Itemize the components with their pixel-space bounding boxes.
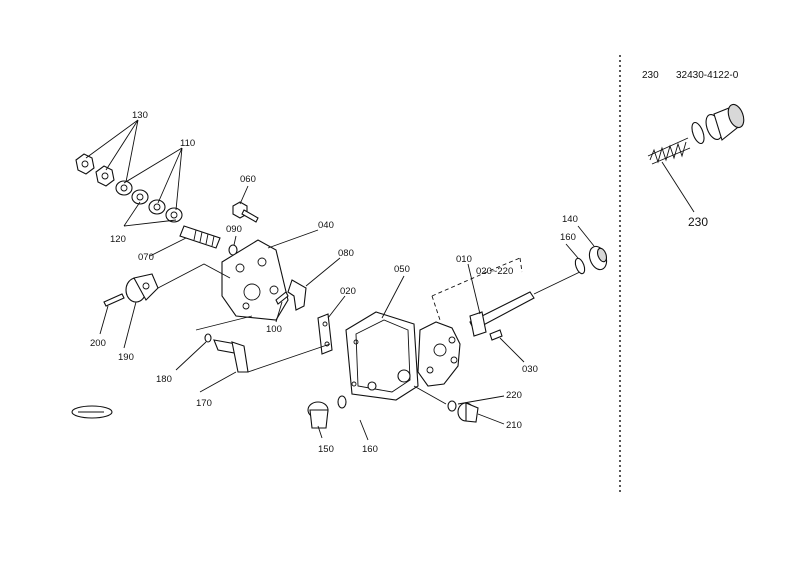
- callout-100: 100: [266, 324, 282, 335]
- cover-plate-040: [221, 239, 289, 321]
- assembly-part-no: 230: [642, 70, 659, 81]
- o-ring-220: [447, 400, 457, 412]
- cap-150: [307, 401, 329, 429]
- callout-220: 220: [506, 390, 522, 401]
- callout-020-220: 020~220: [476, 266, 513, 277]
- pump-housing-050: [345, 311, 419, 401]
- callout-160-bottom: 160: [362, 444, 378, 455]
- callout-140: 140: [562, 214, 578, 225]
- bolt-060: [232, 201, 259, 223]
- key-030: [489, 329, 503, 341]
- nut-130b: [95, 165, 115, 187]
- relief-plug: [705, 103, 745, 141]
- shaft-010: [469, 291, 535, 337]
- washer-120a: [131, 189, 149, 205]
- callout-050: 050: [394, 264, 410, 275]
- spring: [647, 137, 691, 165]
- stud-070: [179, 225, 221, 249]
- bracket-080: [287, 279, 307, 311]
- nut-130a: [75, 153, 95, 175]
- callout-150: 150: [318, 444, 334, 455]
- callout-040: 040: [318, 220, 334, 231]
- knob-190: [125, 273, 159, 303]
- o-ring-160b: [337, 395, 347, 409]
- callout-110: 110: [180, 138, 195, 149]
- o-ring-160a: [574, 257, 586, 275]
- callout-190: 190: [118, 352, 134, 363]
- callout-200: 200: [90, 338, 106, 349]
- callout-170: 170: [196, 398, 212, 409]
- pin-200: [103, 293, 125, 307]
- washer-120b: [165, 207, 183, 223]
- callout-180: 180: [156, 374, 172, 385]
- nut-washer-stack: [75, 153, 183, 223]
- callout-210: 210: [506, 420, 522, 431]
- callout-160-top: 160: [560, 232, 576, 243]
- callout-070: 070: [138, 252, 154, 263]
- callout-010: 010: [456, 254, 472, 265]
- callout-030: 030: [522, 364, 538, 375]
- pin-100: [275, 291, 289, 305]
- callout-060: 060: [240, 174, 256, 185]
- plate-020: [317, 313, 333, 355]
- callout-020: 020: [340, 286, 356, 297]
- callout-090: 090: [226, 224, 242, 235]
- gear-plate: [417, 321, 461, 387]
- seal-140: [588, 245, 608, 271]
- assembly-part-code: 32430-4122-0: [676, 70, 739, 81]
- o-ring-230: [691, 121, 705, 145]
- relief-valve-assembly-230: [647, 103, 745, 213]
- callout-130: 130: [132, 110, 148, 121]
- callout-120: 120: [110, 234, 126, 245]
- callout-230: 230: [688, 215, 708, 229]
- plug-210: [457, 402, 479, 423]
- o-ring-180: [204, 333, 212, 343]
- washer-110a: [115, 180, 133, 196]
- callout-080: 080: [338, 248, 354, 259]
- lever-170: [213, 339, 249, 373]
- view-marker: [71, 405, 113, 419]
- washer-110b: [148, 199, 166, 215]
